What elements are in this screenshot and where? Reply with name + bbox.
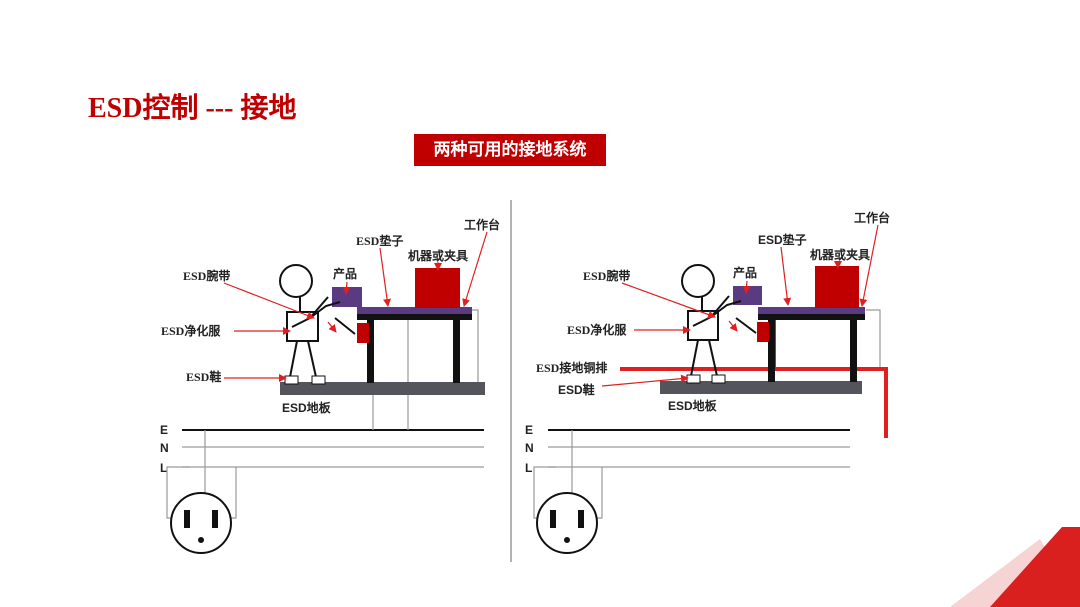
left-workbench	[357, 314, 472, 383]
right-power-lines: E N L	[525, 423, 850, 475]
right-wrist-snap	[757, 322, 769, 342]
right-shoe-right	[711, 374, 726, 384]
left-product-label: 产品	[333, 266, 357, 281]
corner-accent-decoration	[950, 527, 1080, 607]
right-esd-mat-label: ESD垫子	[758, 232, 807, 247]
left-power-lines: E N L	[160, 423, 484, 475]
right-esd-floor	[660, 381, 862, 394]
right-operator-figure	[681, 264, 757, 377]
right-shoes-label: ESD鞋	[558, 382, 595, 397]
right-callout-arrows	[601, 224, 879, 387]
left-ground-wires	[372, 309, 479, 430]
right-floor-label: ESD地板	[668, 398, 718, 413]
left-callout-arrows	[223, 231, 488, 382]
left-wrist-strap-label: ESD腕带	[183, 268, 230, 283]
left-esd-mat-label: ESD垫子	[356, 233, 403, 248]
right-ground-bus	[620, 367, 888, 438]
right-e-label: E	[525, 423, 533, 437]
left-smock-label: ESD净化服	[161, 323, 221, 338]
left-machine-label: 机器或夹具	[408, 248, 468, 263]
left-shoes-label: ESD鞋	[186, 369, 221, 384]
right-l-label: L	[525, 461, 532, 475]
left-wrist-snap	[357, 323, 369, 343]
right-machine-label: 机器或夹具	[810, 247, 870, 262]
right-esd-mat	[758, 307, 865, 314]
right-smock-label: ESD净化服	[567, 322, 627, 337]
right-ground-bus-label: ESD接地铜排	[536, 360, 607, 375]
left-workbench-label: 工作台	[464, 217, 500, 232]
left-l-label: L	[160, 461, 167, 475]
right-workbench-label: 工作台	[854, 210, 890, 225]
right-grounding-diagram: E N L	[525, 210, 890, 554]
left-n-label: N	[160, 441, 169, 455]
left-esd-mat	[357, 307, 472, 314]
left-shoe-right	[311, 375, 326, 385]
left-floor-label: ESD地板	[282, 400, 332, 415]
left-e-label: E	[160, 423, 168, 437]
left-shoe-left	[284, 375, 299, 385]
left-esd-floor	[280, 382, 485, 395]
left-machine	[415, 268, 460, 308]
left-grounding-diagram: E N L	[160, 217, 500, 554]
right-wrist-strap-label: ESD腕带	[583, 268, 630, 283]
right-machine	[815, 266, 859, 308]
right-power-socket	[536, 492, 598, 554]
subtitle-banner: 两种可用的接地系统	[414, 134, 606, 166]
right-product-label: 产品	[733, 265, 757, 280]
right-n-label: N	[525, 441, 534, 455]
right-workbench	[758, 314, 865, 382]
left-operator-figure	[279, 264, 356, 378]
left-power-socket	[170, 492, 232, 554]
right-shoe-left	[686, 374, 701, 384]
slide-title: ESD控制 --- 接地	[88, 93, 297, 124]
